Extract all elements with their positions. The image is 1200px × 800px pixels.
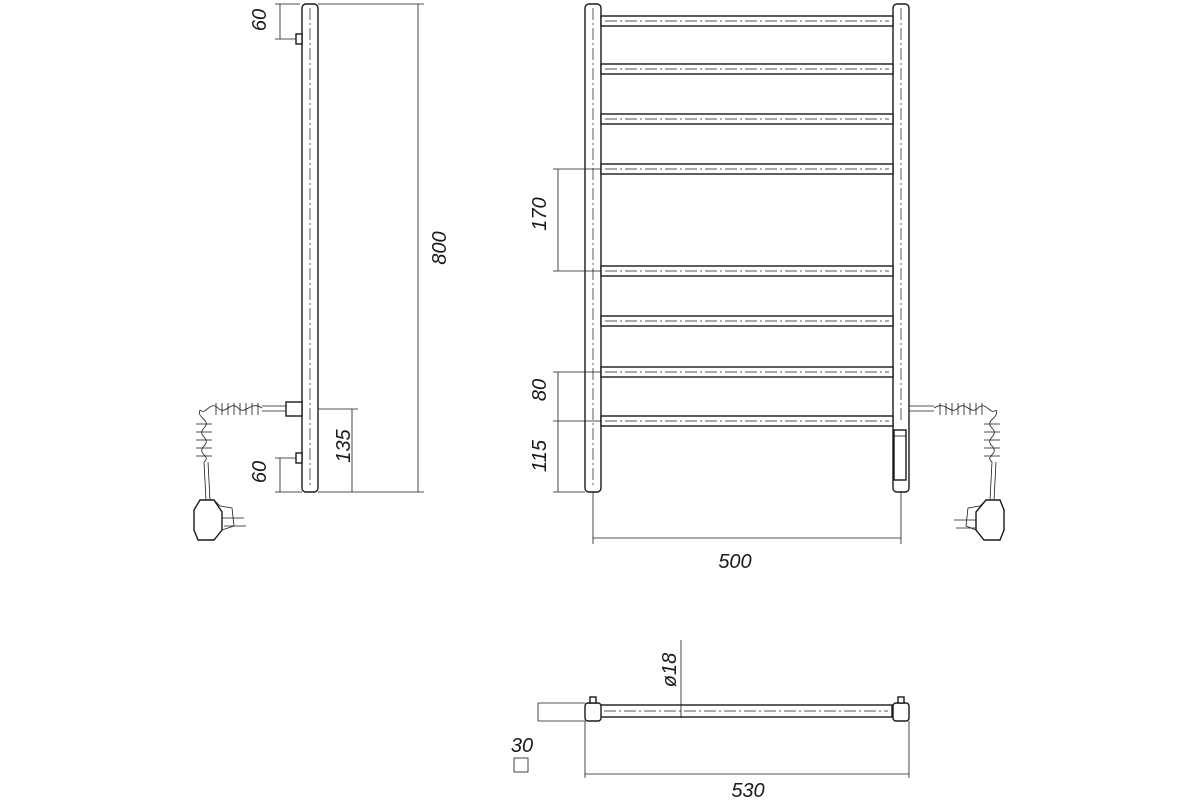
front-view: 170 80 115 500 [529,3,1005,573]
plan-view-right-bracket [897,696,905,704]
plan-view-square-symbol [513,757,529,773]
front-view-power-cord [909,403,1005,541]
side-view-dim-bottom-offset: 60 [249,461,271,483]
front-view-heating-element [893,429,907,481]
plan-view-right-end [892,702,910,722]
front-view-crossbars [600,15,894,427]
front-view-dim-width: 500 [718,551,751,573]
plan-view-dim-total-width: 530 [731,780,764,800]
side-view-plug [193,499,223,541]
side-view: 60 800 135 60 [193,3,451,541]
front-view-dim-bar-gap: 80 [529,379,551,401]
front-view-plug [975,499,1005,541]
side-view-dim-total-height: 800 [429,231,451,264]
plan-view-left-bracket [589,696,597,704]
side-view-dim-connection: 135 [333,428,355,462]
front-view-dim-bottom-offset: 115 [529,439,551,472]
plan-view: ø18 30 530 [511,640,910,800]
plan-view-left-end [584,702,602,722]
side-view-connector [285,401,303,417]
side-view-bottom-bracket [295,452,303,464]
front-view-dim-bar-spacing: 170 [529,197,551,230]
plan-view-dim-diameter: ø18 [659,653,681,687]
side-view-power-cord [193,403,263,541]
side-view-top-bracket [295,33,303,45]
plan-view-dim-depth: 30 [511,735,533,757]
side-view-dim-top-offset: 60 [249,9,271,31]
